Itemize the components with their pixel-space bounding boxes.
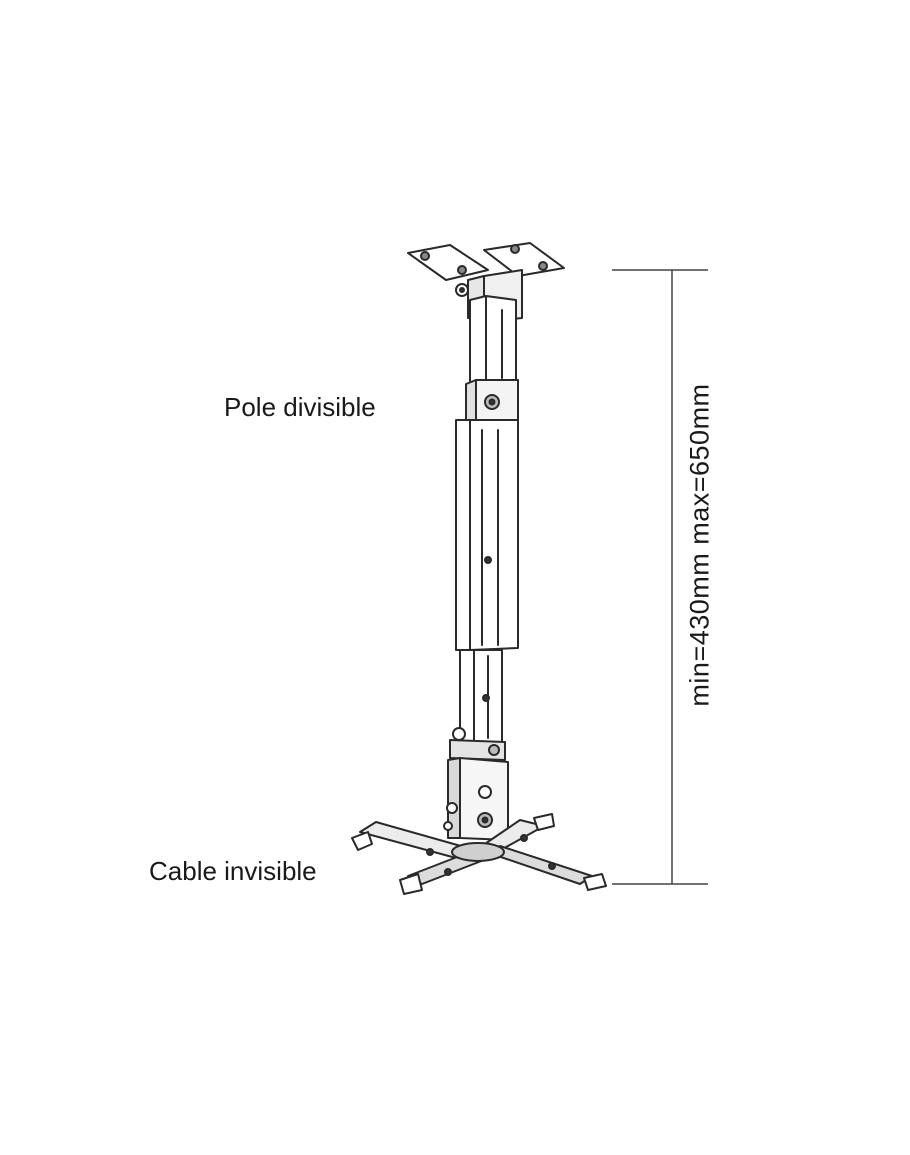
spider-arms [351, 813, 607, 895]
cable-invisible-label: Cable invisible [149, 856, 317, 886]
dimension-line [612, 269, 708, 885]
tilt-joint [449, 727, 506, 761]
lower-pole [459, 649, 503, 743]
ceiling-plate-left [407, 244, 489, 281]
height-range-label: min=430mm max=650mm [684, 383, 715, 707]
head-block [443, 757, 509, 841]
upper-pole [469, 295, 517, 387]
pole-divisible-label: Pole divisible [224, 392, 376, 422]
middle-pole [455, 419, 519, 651]
ceiling-plate-right [483, 242, 565, 277]
